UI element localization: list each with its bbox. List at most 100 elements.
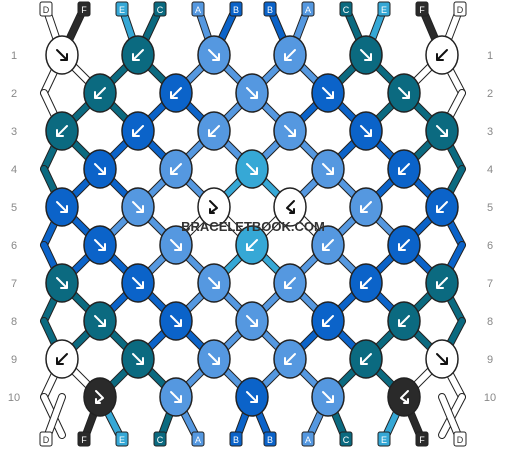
knot-direction-icon [208, 353, 220, 365]
knot[interactable] [387, 301, 421, 341]
knot[interactable] [273, 187, 307, 227]
knot-direction-icon [436, 277, 448, 289]
row-label-right: 9 [487, 354, 493, 366]
knot[interactable] [311, 225, 345, 265]
knot-direction-icon [322, 87, 334, 99]
knot[interactable] [311, 377, 345, 417]
knot[interactable] [83, 301, 117, 341]
knot[interactable] [235, 225, 269, 265]
knot-direction-icon [360, 353, 372, 365]
knot-direction-icon [132, 277, 144, 289]
bottom-strand-label: A [195, 435, 201, 445]
knot[interactable] [121, 111, 155, 151]
knot[interactable] [197, 35, 231, 75]
row-label-right: 7 [487, 278, 493, 290]
row-label-right: 4 [487, 164, 493, 176]
top-strand-label: E [381, 5, 387, 15]
knot-oval [197, 187, 231, 227]
knot[interactable] [121, 339, 155, 379]
knot[interactable] [387, 377, 421, 417]
knot[interactable] [425, 339, 459, 379]
knot[interactable] [425, 35, 459, 75]
knot-direction-icon [246, 391, 258, 403]
knot[interactable] [311, 301, 345, 341]
knot[interactable] [425, 187, 459, 227]
knot[interactable] [387, 73, 421, 113]
knot[interactable] [45, 339, 79, 379]
row-label-right: 6 [487, 240, 493, 252]
knot[interactable] [45, 35, 79, 75]
knot[interactable] [197, 187, 231, 227]
knot[interactable] [45, 187, 79, 227]
knot[interactable] [121, 35, 155, 75]
knot[interactable] [349, 263, 383, 303]
knot-direction-icon [360, 49, 372, 61]
knot-direction-icon [95, 390, 104, 404]
knot[interactable] [121, 263, 155, 303]
bottom-strand-label: A [305, 435, 311, 445]
bottom-strand-label: B [267, 435, 273, 445]
knot[interactable] [235, 73, 269, 113]
knot[interactable] [235, 149, 269, 189]
knot-direction-icon [400, 390, 409, 404]
knot-oval [273, 187, 307, 227]
knot[interactable] [273, 339, 307, 379]
knot[interactable] [235, 377, 269, 417]
row-label-right: 1 [487, 50, 493, 62]
top-strand-label: D [43, 5, 50, 15]
knot[interactable] [235, 301, 269, 341]
top-strand-label-swatch [191, 1, 205, 17]
bottom-strand-label-swatch [39, 431, 53, 447]
knot[interactable] [311, 149, 345, 189]
bottom-strand-label-swatch [301, 431, 315, 447]
knot[interactable] [45, 263, 79, 303]
top-strand-label: D [457, 5, 464, 15]
top-strand-label: A [195, 5, 201, 15]
knot[interactable] [349, 35, 383, 75]
knot[interactable] [349, 187, 383, 227]
knot-direction-icon [284, 353, 296, 365]
knot-direction-icon [360, 201, 372, 213]
row-label-left: 2 [11, 88, 17, 100]
knot[interactable] [197, 339, 231, 379]
knot[interactable] [83, 225, 117, 265]
bottom-strand-label: C [343, 435, 350, 445]
knot-direction-icon [56, 125, 68, 137]
knot-oval [83, 377, 117, 417]
knot[interactable] [83, 377, 117, 417]
knot[interactable] [349, 339, 383, 379]
bottom-strand-label: F [81, 435, 87, 445]
knot[interactable] [159, 149, 193, 189]
knot[interactable] [425, 111, 459, 151]
knot-direction-icon [436, 125, 448, 137]
knot[interactable] [83, 149, 117, 189]
knot[interactable] [83, 73, 117, 113]
knot-direction-icon [56, 277, 68, 289]
knot[interactable] [159, 377, 193, 417]
knot[interactable] [159, 73, 193, 113]
bottom-strand-label: E [381, 435, 387, 445]
top-strand-label-swatch [339, 1, 353, 17]
top-strand-label-swatch [263, 1, 277, 17]
row-label-left: 7 [11, 278, 17, 290]
bottom-strand-label-swatch [453, 431, 467, 447]
knot-direction-icon [398, 239, 410, 251]
knot[interactable] [425, 263, 459, 303]
knot[interactable] [273, 263, 307, 303]
knot[interactable] [45, 111, 79, 151]
top-strand-label-swatch [453, 1, 467, 17]
knot[interactable] [311, 73, 345, 113]
knot[interactable] [159, 225, 193, 265]
knot[interactable] [349, 111, 383, 151]
knot[interactable] [159, 301, 193, 341]
knot[interactable] [197, 263, 231, 303]
knot[interactable] [387, 225, 421, 265]
knot[interactable] [387, 149, 421, 189]
row-label-left: 1 [11, 50, 17, 62]
knot[interactable] [273, 35, 307, 75]
knot[interactable] [273, 111, 307, 151]
knot[interactable] [197, 111, 231, 151]
knot-direction-icon [246, 87, 258, 99]
knot[interactable] [121, 187, 155, 227]
